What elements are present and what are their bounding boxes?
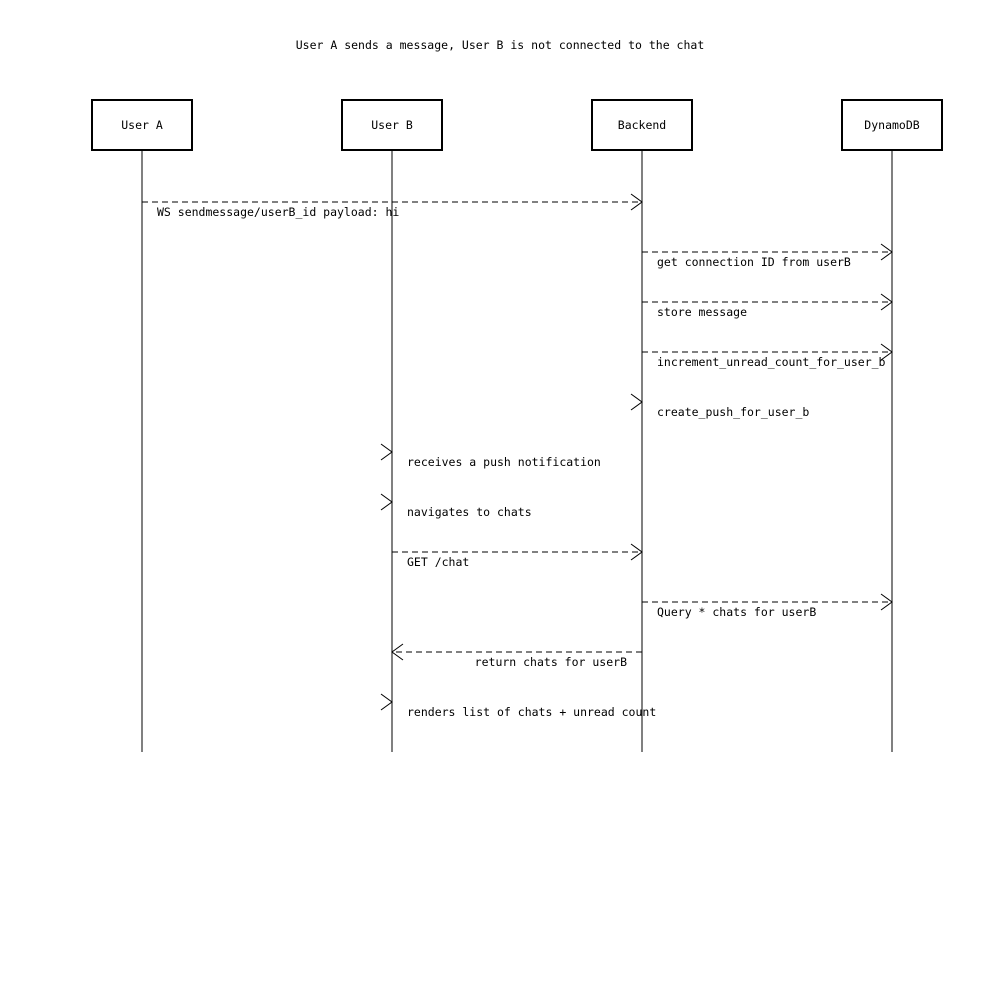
message-label: get connection ID from userB — [657, 255, 851, 269]
arrowhead-icon — [380, 443, 393, 461]
message-label: increment_unread_count_for_user_b — [657, 355, 886, 369]
arrowhead-icon — [880, 293, 893, 311]
message-4: create_push_for_user_b — [630, 393, 809, 419]
message-8: Query * chats for userB — [642, 593, 893, 619]
arrowhead-icon — [380, 693, 393, 711]
actor-box-user-b — [341, 99, 443, 151]
message-10: renders list of chats + unread count — [380, 693, 656, 719]
diagram-title: User A sends a message, User B is not co… — [295, 38, 705, 52]
message-7: GET /chat — [392, 543, 643, 569]
actor-user-a: User A — [91, 99, 193, 752]
actor-backend: Backend — [591, 99, 693, 752]
message-0: WS sendmessage/userB_id payload: hi — [142, 193, 643, 219]
message-label: return chats for userB — [475, 655, 627, 669]
actor-label-user-a: User A — [121, 118, 163, 132]
arrowhead-icon — [880, 593, 893, 611]
message-5: receives a push notification — [380, 443, 601, 469]
message-2: store message — [642, 293, 893, 319]
arrowhead-icon — [380, 493, 393, 511]
arrowhead-icon — [880, 343, 893, 361]
message-9: return chats for userB — [391, 643, 642, 669]
message-label: Query * chats for userB — [657, 605, 816, 619]
event-label: create_push_for_user_b — [657, 405, 809, 419]
message-label: WS sendmessage/userB_id payload: hi — [157, 205, 399, 219]
event-label: receives a push notification — [407, 455, 601, 469]
arrowhead-icon — [880, 243, 893, 261]
actor-user-b: User B — [341, 99, 443, 752]
actor-box-backend — [591, 99, 693, 151]
arrowhead-icon — [630, 393, 643, 411]
actor-label-backend: Backend — [618, 118, 666, 132]
arrowhead-icon — [630, 543, 643, 561]
message-3: increment_unread_count_for_user_b — [642, 343, 893, 369]
message-1: get connection ID from userB — [642, 243, 893, 269]
arrowhead-icon — [391, 643, 404, 661]
actor-box-user-a — [91, 99, 193, 151]
message-6: navigates to chats — [380, 493, 532, 519]
actor-dynamodb: DynamoDB — [841, 99, 943, 752]
actor-box-dynamodb — [841, 99, 943, 151]
message-label: store message — [657, 305, 747, 319]
actor-label-user-b: User B — [371, 118, 413, 132]
event-label: renders list of chats + unread count — [407, 705, 656, 719]
message-label: GET /chat — [407, 555, 469, 569]
arrowhead-icon — [630, 193, 643, 211]
event-label: navigates to chats — [407, 505, 532, 519]
actor-label-dynamodb: DynamoDB — [864, 118, 919, 132]
